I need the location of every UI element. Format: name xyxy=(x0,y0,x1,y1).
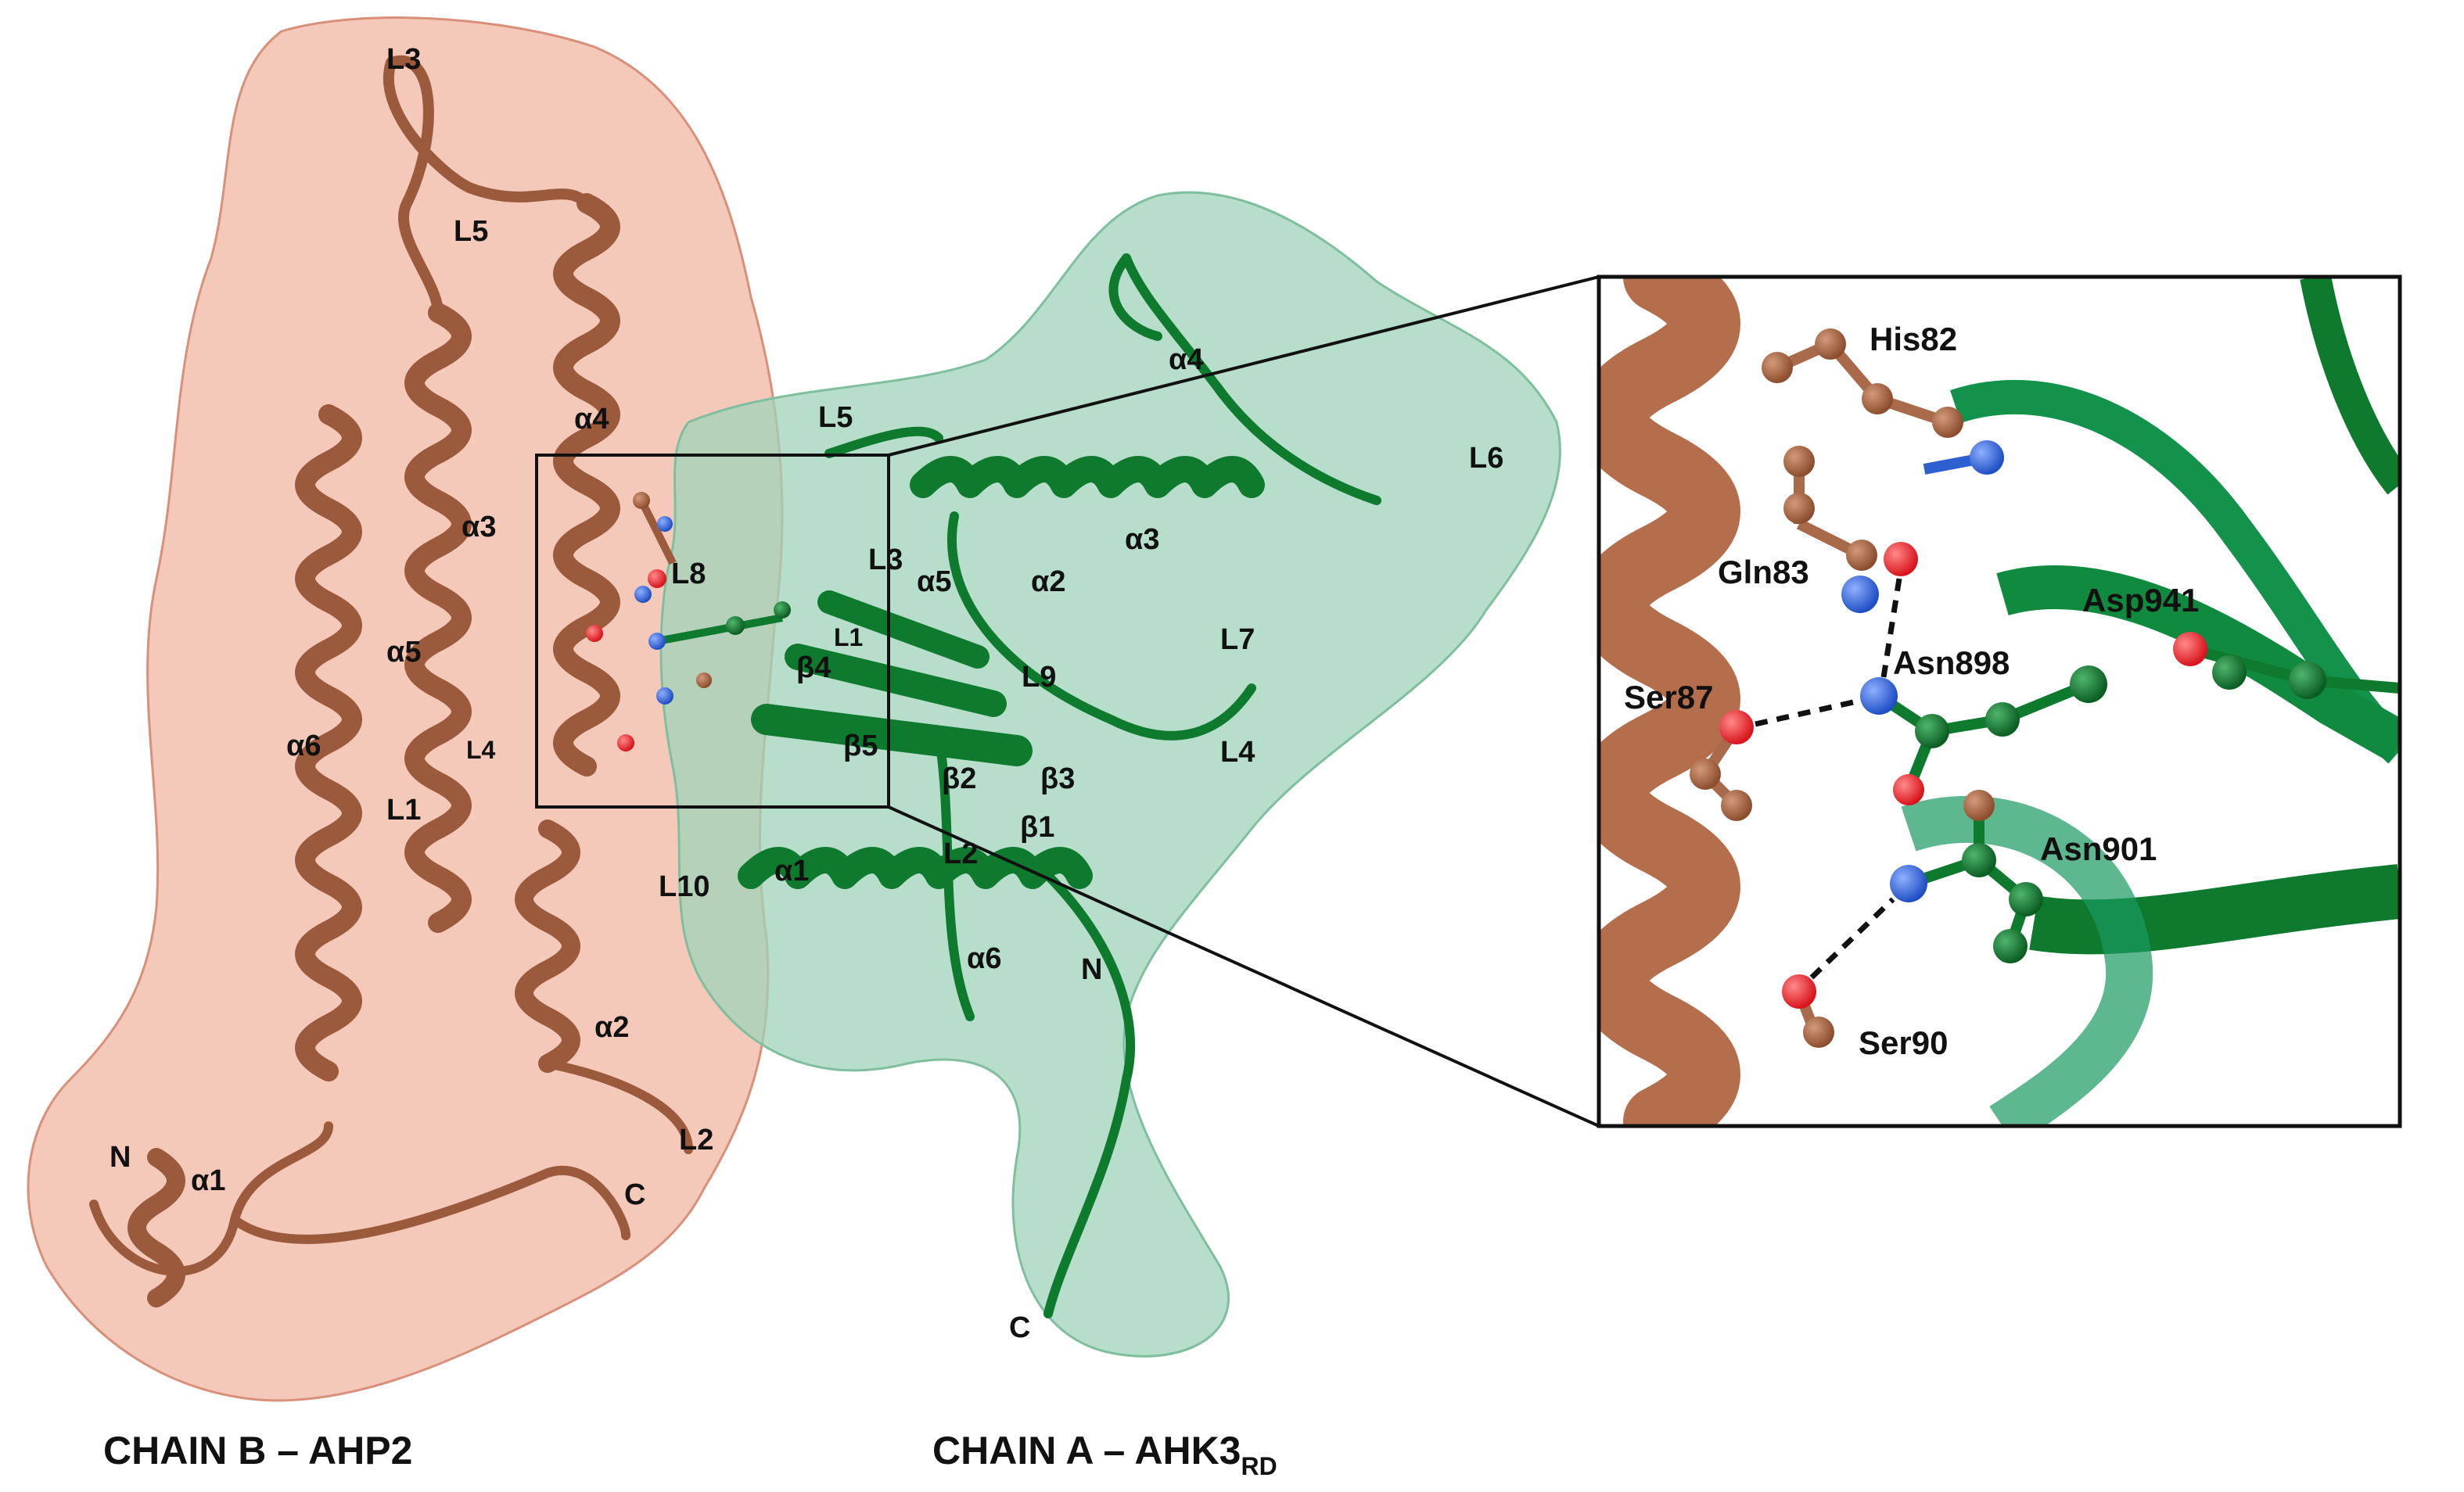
zoom-box xyxy=(535,454,890,809)
label-ser87: Ser87 xyxy=(1624,679,1713,716)
chain-a-caption-sub: RD xyxy=(1241,1452,1277,1480)
chain-a-label-b5: β5 xyxy=(843,730,878,762)
chain-b-label-a4: α4 xyxy=(574,403,609,436)
label-asn901: Asn901 xyxy=(2040,830,2157,867)
chain-a-label-L5: L5 xyxy=(818,401,853,434)
chain-a-label-a3: α3 xyxy=(1125,523,1160,556)
chain-a-label-L3: L3 xyxy=(868,543,903,576)
chain-b-label-L3: L3 xyxy=(386,43,421,76)
chain-a-label-a4: α4 xyxy=(1169,343,1204,376)
zoom-connector-top xyxy=(888,275,1600,457)
chain-a-label-a1: α1 xyxy=(774,855,810,888)
interface-side-chains xyxy=(586,492,791,751)
hydrogen-bonds xyxy=(1755,578,1902,980)
chain-b-label-L1: L1 xyxy=(386,794,421,827)
chain-b-label-a1: α1 xyxy=(191,1164,226,1197)
chain-a-label-C: C xyxy=(1009,1311,1030,1344)
label-asp941: Asp941 xyxy=(2082,582,2199,619)
label-gln83: Gln83 xyxy=(1718,554,1809,590)
chain-a-label-b2: β2 xyxy=(942,762,976,795)
chain-b-caption: CHAIN B – AHP2 xyxy=(103,1429,412,1472)
chain-a-label-b3: β3 xyxy=(1040,762,1075,795)
chain-a-label-L6: L6 xyxy=(1469,442,1503,475)
chain-a-labels: α4 L6 L5 L3 α5 α2 α3 L1 β4 L9 L7 β5 β2 β… xyxy=(659,343,1503,1344)
chain-a-label-L4: L4 xyxy=(1220,736,1255,769)
chain-a-label-N: N xyxy=(1081,953,1102,986)
chain-a-label-L2: L2 xyxy=(943,837,978,870)
chain-b-surface xyxy=(27,16,784,1402)
label-his82: His82 xyxy=(1870,321,1957,357)
chain-b-label-a6: α6 xyxy=(286,730,321,762)
chain-a-label-a6: α6 xyxy=(967,942,1002,975)
hbond-ser87-asn898 xyxy=(1755,698,1861,727)
chain-a-label-b4: β4 xyxy=(796,651,831,684)
inset-panel: His82 Gln83 Asp941 Ser87 Asn898 Asn901 S… xyxy=(1597,274,2402,1128)
chain-b-label-C: C xyxy=(624,1178,645,1211)
chain-b-label-L8: L8 xyxy=(671,558,706,590)
chain-a-structure xyxy=(659,191,1561,1358)
chain-b-label-N: N xyxy=(110,1141,131,1174)
label-ser90: Ser90 xyxy=(1859,1024,1948,1061)
zoom-indicator xyxy=(535,275,1600,1128)
chain-a-label-b1: β1 xyxy=(1020,811,1054,844)
hbond-ser90-asn901 xyxy=(1809,897,1895,980)
zoom-connector-bottom xyxy=(888,805,1600,1128)
chain-b-structure xyxy=(27,16,784,1402)
chain-a-caption-main: CHAIN A – AHK3 xyxy=(932,1429,1241,1472)
chain-a-surface xyxy=(659,191,1561,1358)
chain-a-label-L10: L10 xyxy=(659,870,709,903)
chain-a-label-a5: α5 xyxy=(917,565,952,598)
inset-atoms xyxy=(1690,328,2401,1048)
inset-frame xyxy=(1597,274,2402,1128)
chain-b-label-a3: α3 xyxy=(462,511,497,543)
chain-b-label-L2: L2 xyxy=(679,1124,713,1157)
chain-a-label-L7: L7 xyxy=(1220,623,1255,656)
chain-a-label-L9: L9 xyxy=(1022,661,1056,694)
chain-b-ribbon xyxy=(89,55,693,1307)
chain-a-caption: CHAIN A – AHK3RD xyxy=(932,1429,1277,1480)
hbond-gln83-asn898 xyxy=(1880,578,1902,678)
chain-a-label-a2: α2 xyxy=(1031,565,1066,598)
label-asn898: Asn898 xyxy=(1893,644,2010,681)
chain-a-label-L1: L1 xyxy=(834,623,863,651)
chain-b-label-a2: α2 xyxy=(594,1011,630,1044)
chain-b-labels: L3 L5 α4 α3 L8 α5 α6 L4 L1 α2 L2 N α1 C xyxy=(110,43,713,1211)
chain-b-label-a5: α5 xyxy=(386,636,422,669)
chain-b-label-L4: L4 xyxy=(466,736,496,764)
chain-b-label-L5: L5 xyxy=(454,215,488,248)
